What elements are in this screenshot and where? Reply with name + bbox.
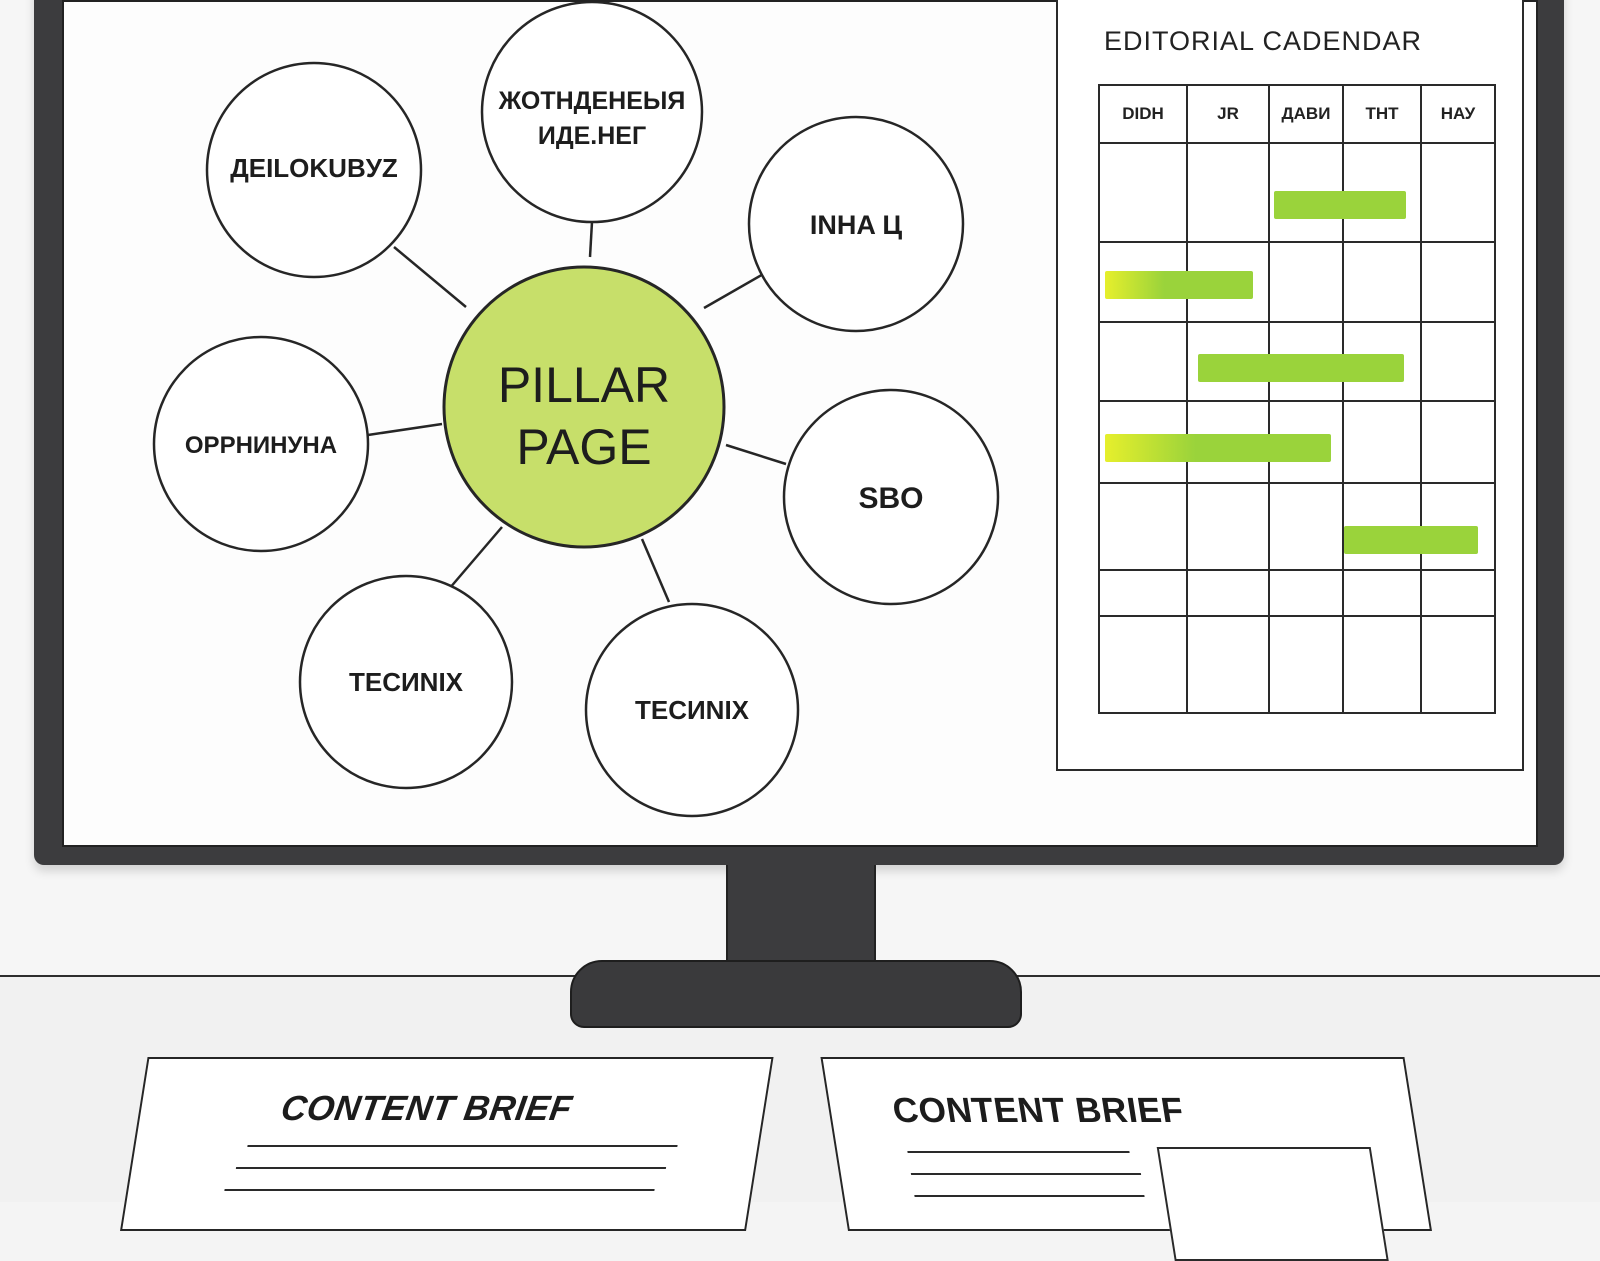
image-placeholder	[1156, 1147, 1389, 1261]
text-line	[907, 1151, 1130, 1153]
calendar-cell[interactable]	[1098, 615, 1188, 714]
topic-node[interactable]: INHA Ц	[747, 115, 965, 333]
calendar-column-header: DIDH	[1098, 84, 1188, 144]
calendar-cell[interactable]	[1098, 321, 1188, 402]
topic-node[interactable]: ЖОТНДЕНЕЫЯ ИДЕ.НЕГ	[480, 2, 704, 224]
connector-line	[588, 221, 594, 258]
schedule-bar[interactable]	[1344, 526, 1478, 554]
calendar-cell[interactable]	[1342, 399, 1422, 485]
topic-node[interactable]: ДEILOKUBУZ	[205, 61, 423, 279]
node-label: SBO	[858, 482, 923, 515]
text-line	[914, 1195, 1145, 1197]
text-line	[247, 1145, 678, 1147]
node-label: TECИNIX	[635, 695, 750, 725]
editorial-calendar-panel: EDITORIAL CADENDAR DIDH JR ДАВИ ТНТ НАУ	[1056, 0, 1524, 771]
calendar-cell[interactable]	[1268, 240, 1344, 324]
schedule-bar[interactable]	[1105, 434, 1331, 462]
schedule-bar[interactable]	[1105, 271, 1253, 299]
calendar-column-header: НАУ	[1420, 84, 1496, 144]
calendar-cell[interactable]	[1420, 615, 1496, 714]
pillar-label-line2: PAGE	[516, 419, 651, 475]
calendar-column-header: JR	[1186, 84, 1270, 144]
calendar-cell[interactable]	[1186, 142, 1270, 243]
text-line	[235, 1167, 667, 1169]
calendar-cell[interactable]	[1420, 142, 1496, 243]
pillar-mindmap: ДEILOKUBУZ ЖОТНДЕНЕЫЯ ИДЕ.НЕГ INHA Ц ОРР…	[152, 2, 1000, 818]
calendar-cell[interactable]	[1098, 568, 1188, 618]
node-label: TECИNIX	[349, 667, 464, 697]
calendar-row	[1098, 568, 1496, 618]
connector-line	[367, 422, 443, 437]
calendar-cell[interactable]	[1420, 240, 1496, 324]
calendar-title: EDITORIAL CADENDAR	[1104, 26, 1423, 56]
calendar-cell[interactable]	[1268, 615, 1344, 714]
connector-line	[640, 538, 671, 603]
mindmap-connectors	[367, 221, 787, 603]
calendar-row	[1098, 615, 1496, 714]
calendar-column-header: ТНТ	[1342, 84, 1422, 144]
calendar-cell[interactable]	[1342, 615, 1422, 714]
text-line	[224, 1189, 655, 1191]
monitor-screen: ДEILOKUBУZ ЖОТНДЕНЕЫЯ ИДЕ.НЕГ INHA Ц ОРР…	[62, 0, 1538, 847]
schedule-bar[interactable]	[1198, 354, 1404, 382]
calendar-cell[interactable]	[1098, 482, 1188, 571]
node-label-line2: ИДЕ.НЕГ	[538, 122, 646, 150]
topic-node[interactable]: SBO	[782, 388, 1000, 606]
brief-title: CONTENT BRIEF	[278, 1089, 575, 1128]
monitor-frame: ДEILOKUBУZ ЖОТНДЕНЕЫЯ ИДЕ.НЕГ INHA Ц ОРР…	[34, 0, 1564, 865]
connector-line	[725, 443, 787, 466]
calendar-cell[interactable]	[1342, 240, 1422, 324]
calendar-cell[interactable]	[1420, 321, 1496, 402]
calendar-cell[interactable]	[1186, 615, 1270, 714]
calendar-cell[interactable]	[1420, 568, 1496, 618]
calendar-grid: DIDH JR ДАВИ ТНТ НАУ	[1098, 84, 1496, 714]
calendar-cell[interactable]	[1268, 482, 1344, 571]
calendar-header-row: DIDH JR ДАВИ ТНТ НАУ	[1098, 84, 1496, 144]
node-label: INHA Ц	[810, 210, 902, 240]
brief-title: CONTENT BRIEF	[889, 1091, 1187, 1130]
topic-node[interactable]: TECИNIX	[584, 602, 800, 818]
topic-node[interactable]: TECИNIX	[298, 574, 514, 790]
monitor-stand-base	[570, 960, 1022, 1028]
node-label: ЖОТНДЕНЕЫЯ	[498, 87, 686, 115]
node-label: ДEILOKUBУZ	[230, 153, 398, 183]
pillar-page-node[interactable]: PILLAR PAGE	[442, 265, 726, 549]
schedule-bar[interactable]	[1274, 191, 1406, 219]
calendar-row	[1098, 399, 1496, 485]
calendar-cell[interactable]	[1268, 568, 1344, 618]
calendar-cell[interactable]	[1186, 568, 1270, 618]
calendar-cell[interactable]	[1342, 568, 1422, 618]
content-brief-document[interactable]: CONTENT BRIEF	[120, 1057, 774, 1231]
topic-node[interactable]: ОРРНИНУНА	[152, 335, 370, 553]
calendar-cell[interactable]	[1098, 142, 1188, 243]
connector-line	[448, 526, 503, 590]
text-line	[910, 1173, 1142, 1175]
content-brief-document[interactable]: CONTENT BRIEF	[820, 1057, 1432, 1261]
node-label: ОРРНИНУНА	[185, 432, 337, 459]
calendar-column-header: ДАВИ	[1268, 84, 1344, 144]
calendar-cell[interactable]	[1420, 399, 1496, 485]
connector-line	[393, 246, 467, 308]
pillar-label-line1: PILLAR	[498, 357, 670, 413]
calendar-cell[interactable]	[1186, 482, 1270, 571]
